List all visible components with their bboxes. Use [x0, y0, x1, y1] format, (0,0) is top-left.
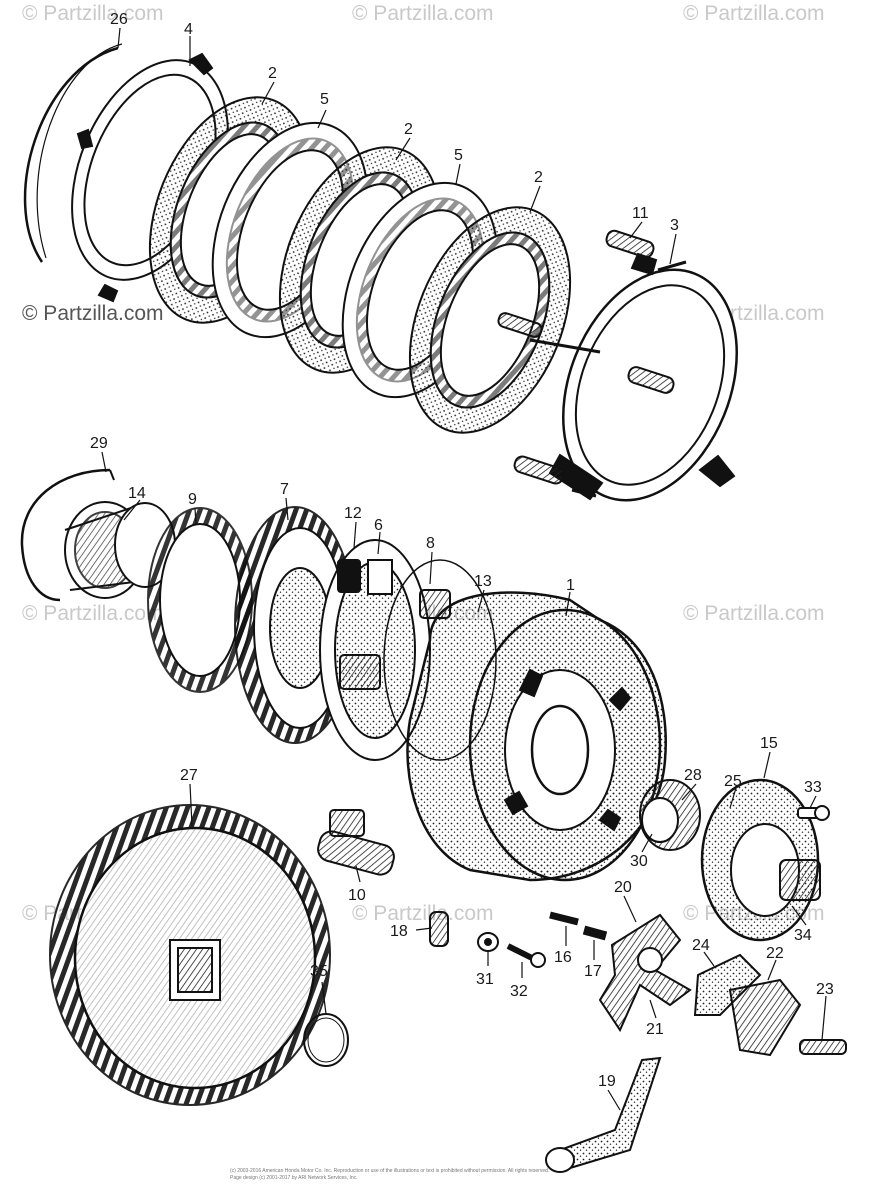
callout-30: 30 — [630, 853, 648, 870]
callout-26: 26 — [110, 11, 128, 28]
callout-9: 9 — [188, 491, 197, 508]
copyright-line-2: Page design (c) 2001-2017 by ARI Network… — [230, 1175, 358, 1181]
callout-25: 25 — [724, 773, 742, 790]
watermark: © Partzilla.com — [22, 602, 164, 625]
callout-20: 20 — [614, 879, 632, 896]
callout-8: 8 — [426, 535, 435, 552]
leader-lines — [101, 27, 827, 1111]
callout-16: 16 — [554, 949, 572, 966]
callout-28: 28 — [684, 767, 702, 784]
callout-29: 29 — [90, 435, 108, 452]
callout-7: 7 — [280, 481, 289, 498]
callout-4: 4 — [184, 21, 193, 38]
callout-31: 31 — [476, 971, 494, 988]
copyright-line-1: (c) 2003-2016 American Honda Motor Co. I… — [230, 1168, 550, 1174]
watermark: © Partzilla.com — [352, 2, 494, 25]
callout-34: 34 — [794, 927, 812, 944]
callout-3: 3 — [670, 217, 679, 234]
upper-plate-stack — [23, 43, 738, 502]
callout-18: 18 — [390, 923, 408, 940]
callout-35: 35 — [310, 963, 328, 980]
callout-5: 5 — [320, 91, 329, 108]
bottom-parts — [49, 804, 847, 1173]
watermark: © Partzilla.com — [352, 902, 494, 925]
callout-13: 13 — [474, 573, 492, 590]
callout-2: 2 — [404, 121, 413, 138]
watermark: © Partzilla.com — [22, 302, 164, 325]
callout-1: 1 — [566, 577, 575, 594]
callout-27: 27 — [180, 767, 198, 784]
watermark: © Partzilla.com — [683, 602, 825, 625]
callout-labels: 26 4 2 5 2 5 2 11 3 29 14 9 7 12 6 8 13 … — [90, 11, 834, 1090]
callout-21: 21 — [646, 1021, 664, 1038]
watermark: © Partzilla.com — [683, 2, 825, 25]
callout-32: 32 — [510, 983, 528, 1000]
callout-10: 10 — [348, 887, 366, 904]
callout-22: 22 — [766, 945, 784, 962]
callout-6: 6 — [374, 517, 383, 534]
copyright-footer: (c) 2003-2016 American Honda Motor Co. I… — [230, 1168, 870, 1182]
callout-17: 17 — [584, 963, 602, 980]
callout-15: 15 — [760, 735, 778, 752]
clutch-center-assembly — [20, 468, 830, 942]
callout-23: 23 — [816, 981, 834, 998]
watermark: © Partzilla.com — [22, 2, 164, 25]
callout-19: 19 — [598, 1073, 616, 1090]
callout-12: 12 — [344, 505, 362, 522]
callout-2: 2 — [534, 169, 543, 186]
callout-14: 14 — [128, 485, 146, 502]
callout-11: 11 — [632, 205, 649, 222]
callout-33: 33 — [804, 779, 822, 796]
callout-5: 5 — [454, 147, 463, 164]
callout-2: 2 — [268, 65, 277, 82]
callout-24: 24 — [692, 937, 710, 954]
